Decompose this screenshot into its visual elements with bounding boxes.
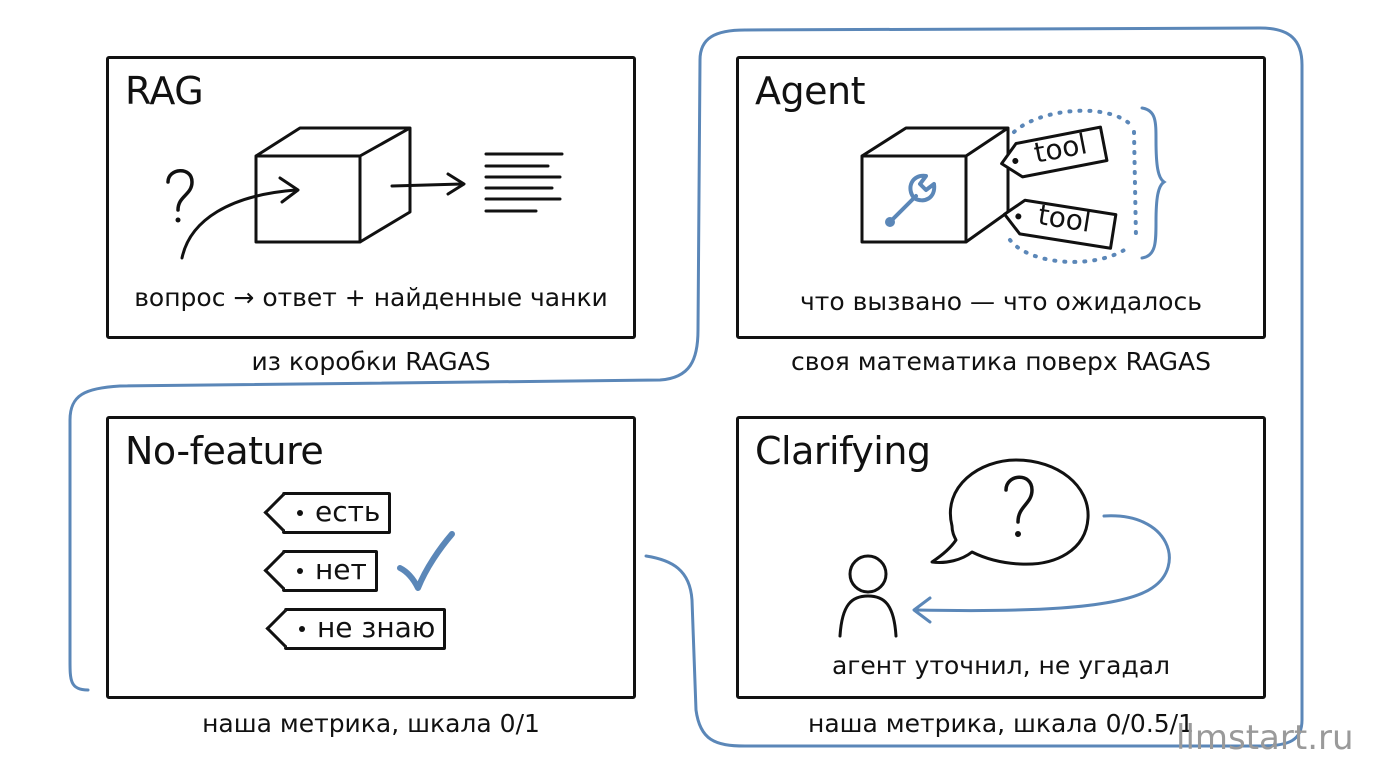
panel-caption-rag: вопрос → ответ + найденные чанки <box>134 283 608 312</box>
tag-ne-znayu: не знаю <box>284 608 447 650</box>
under-caption-clarifying: наша метрика, шкала 0/0.5/1 <box>808 709 1194 738</box>
tag-est: есть <box>282 492 392 534</box>
panel-rag: RAG вопрос → ответ + найденные чанки <box>106 56 636 339</box>
panel-title-rag: RAG <box>125 69 204 113</box>
panel-title-clarifying: Clarifying <box>755 429 931 473</box>
panel-title-agent: Agent <box>755 69 865 113</box>
panel-clarifying: Clarifying агент уточнил, не угадал <box>736 416 1266 699</box>
panel-title-no-feature: No-feature <box>125 429 324 473</box>
panel-caption-clarifying: агент уточнил, не угадал <box>831 651 1171 680</box>
panel-agent: Agent что вызвано — что ожидалось <box>736 56 1266 339</box>
panel-caption-agent: что вызвано — что ожидалось <box>800 287 1202 316</box>
under-caption-no-feature: наша метрика, шкала 0/1 <box>202 709 540 738</box>
under-caption-agent: своя математика поверх RAGAS <box>791 347 1211 376</box>
watermark: llmstart.ru <box>1176 718 1354 758</box>
tag-net: нет <box>282 550 378 592</box>
under-caption-rag: из коробки RAGAS <box>251 347 491 376</box>
